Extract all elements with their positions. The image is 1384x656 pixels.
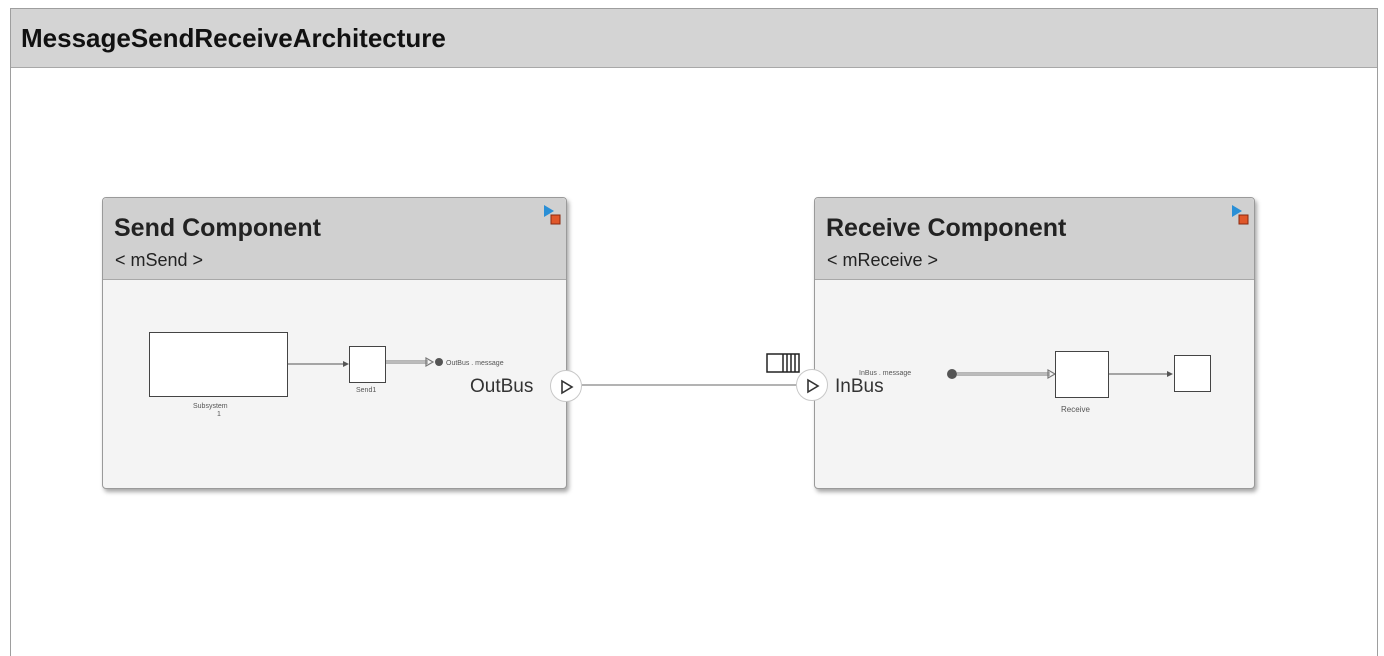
- outbus-message-label: OutBus . message: [446, 360, 504, 367]
- component-adapter-icon[interactable]: [1228, 201, 1250, 227]
- inbus-port-label: InBus: [835, 376, 884, 397]
- send-component-header: Send Component < mSend >: [103, 198, 566, 280]
- receive-component-stereotype: < mReceive >: [827, 250, 939, 270]
- outport-block[interactable]: [1174, 355, 1211, 392]
- inbus-message-label: InBus . message: [859, 370, 912, 377]
- send-component[interactable]: Send Component < mSend > Subsystem 1 Sen…: [102, 197, 582, 489]
- send-internal-wires: [288, 356, 443, 368]
- port-direction-icon: [561, 379, 574, 395]
- send-component-stereotype: < mSend >: [115, 250, 204, 270]
- receive-component-header: Receive Component < mReceive >: [815, 198, 1254, 280]
- message-queue-icon[interactable]: [766, 352, 802, 376]
- send-component-name: Send Component: [114, 214, 321, 242]
- architecture-title: MessageSendReceiveArchitecture: [21, 23, 446, 53]
- receive-component-name: Receive Component: [826, 214, 1067, 242]
- send-block-label: Send1: [356, 387, 377, 394]
- receive-block[interactable]: [1055, 351, 1109, 398]
- subsystem-label: Subsystem: [193, 403, 228, 410]
- outbus-port-label: OutBus: [470, 376, 534, 397]
- component-adapter-icon[interactable]: [540, 201, 562, 227]
- port-direction-icon: [807, 378, 820, 394]
- receive-internal-wires: [947, 368, 1173, 380]
- send-block[interactable]: [349, 346, 386, 383]
- inbus-port[interactable]: [796, 369, 828, 401]
- outbus-port[interactable]: [550, 370, 582, 402]
- subsystem-block[interactable]: [149, 332, 288, 397]
- receive-block-label: Receive: [1061, 405, 1090, 414]
- architecture-header: MessageSendReceiveArchitecture: [11, 9, 1377, 68]
- subsystem-index-label: 1: [217, 411, 221, 418]
- receive-component[interactable]: Receive Component < mReceive > InBus . m…: [814, 197, 1255, 489]
